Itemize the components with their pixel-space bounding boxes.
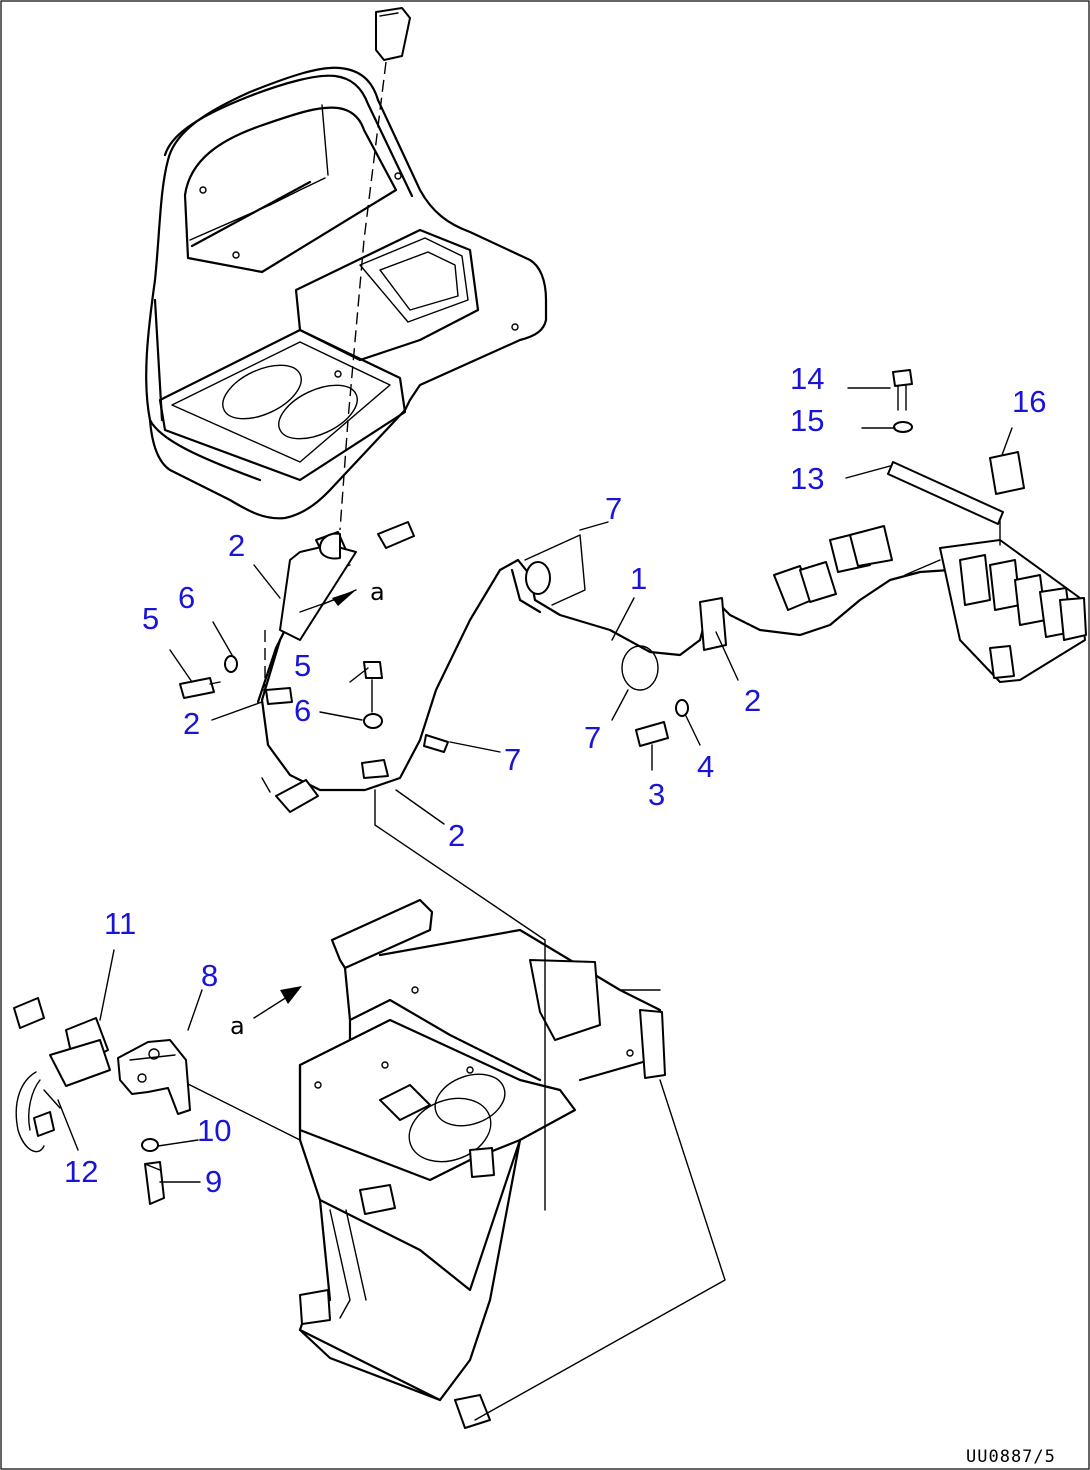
fasteners-left <box>179 532 689 747</box>
relay-bracket <box>887 369 1025 525</box>
drawing-number: UU0887/5 <box>966 1447 1056 1467</box>
callout-2: 2 <box>228 528 245 563</box>
wire-harness <box>256 519 1087 813</box>
callout-7: 7 <box>605 491 622 526</box>
callout-15: 15 <box>790 403 824 438</box>
callout-9: 9 <box>205 1164 222 1199</box>
leader-line-3 <box>179 1079 301 1141</box>
callout-5: 5 <box>142 601 159 636</box>
callout-3: 3 <box>648 777 665 812</box>
console-cover <box>145 7 548 520</box>
callout-6: 6 <box>178 580 195 615</box>
leader-line-1 <box>374 789 546 1211</box>
callout-leaders <box>57 387 1013 1183</box>
callout-1: 1 <box>630 561 647 596</box>
callout-13: 13 <box>790 461 824 496</box>
callout-10: 10 <box>197 1113 231 1148</box>
callout-labels: 1 2 2 2 2 3 4 5 5 6 6 7 7 7 8 9 10 11 12… <box>64 361 1046 1199</box>
callout-5: 5 <box>294 648 311 683</box>
callout-7: 7 <box>504 742 521 777</box>
callout-2: 2 <box>448 818 465 853</box>
switch-assembly <box>13 997 191 1205</box>
callout-12: 12 <box>64 1154 98 1189</box>
callout-8: 8 <box>201 958 218 993</box>
callout-4: 4 <box>697 749 714 784</box>
lower-frame <box>298 898 666 1429</box>
leader-line-2 <box>474 1079 726 1421</box>
callout-11: 11 <box>104 906 136 941</box>
callout-6: 6 <box>294 693 311 728</box>
callout-14: 14 <box>790 361 824 396</box>
view-reference-lower: a <box>230 1012 245 1040</box>
callout-7: 7 <box>584 720 601 755</box>
callout-2: 2 <box>744 683 761 718</box>
leader-dashed <box>339 61 387 531</box>
view-arrow-lower <box>253 986 302 1019</box>
view-reference-upper: a <box>370 578 385 606</box>
callout-2: 2 <box>183 706 200 741</box>
callout-16: 16 <box>1012 384 1046 419</box>
